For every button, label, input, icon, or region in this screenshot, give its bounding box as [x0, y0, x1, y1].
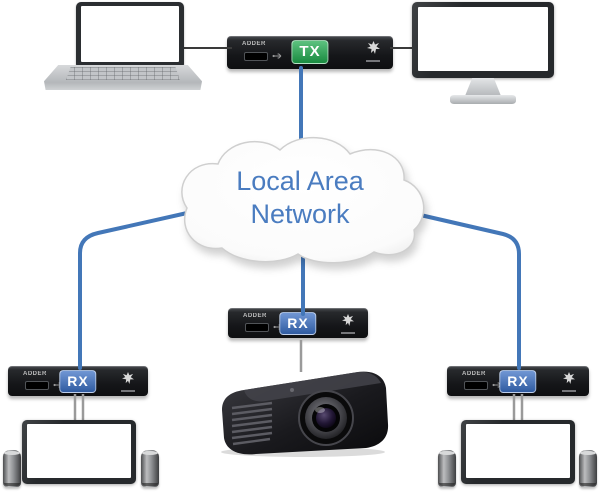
speaker-left-b: [141, 450, 159, 487]
monitor-screen: [418, 7, 548, 71]
monitor-top: [412, 2, 554, 105]
speaker-left-a: [3, 450, 21, 487]
rx-right-usb-port: [464, 381, 488, 390]
lan-link-cloud-to-rx-left: [78, 209, 198, 370]
projector-vents: [231, 401, 273, 446]
laptop-screen: [76, 2, 184, 66]
rx-left-badge: RX: [59, 370, 97, 393]
adder-logo-icon: [341, 313, 355, 334]
display-right-bezel: [461, 420, 575, 484]
monitor-base: [450, 95, 516, 104]
projector-lens: [298, 390, 354, 446]
rx-left-brand-label: ADDER: [23, 371, 47, 377]
speaker-right-a: [438, 450, 456, 487]
laptop-display-panel: [81, 6, 179, 62]
rx-middle-usb-port: [245, 323, 269, 332]
rx-right-badge: RX: [499, 370, 537, 393]
tx-usb-port: [244, 52, 268, 61]
laptop: [44, 2, 202, 90]
display-right-screen: [466, 424, 570, 478]
display-right: [436, 418, 600, 490]
projector-body: [221, 371, 389, 457]
laptop-keyboard: [66, 67, 180, 80]
lan-link-cloud-to-rx-right: [401, 209, 521, 370]
display-left: [0, 418, 170, 490]
rx-unit-middle: ADDER RX: [228, 308, 368, 340]
tx-badge: TX: [291, 40, 329, 64]
rx-left-usb-port: [25, 381, 49, 390]
monitor-stand: [465, 78, 501, 96]
usb-icon: [272, 53, 282, 59]
adder-logo-icon: [366, 41, 380, 62]
laptop-base: [44, 65, 202, 90]
display-left-bezel: [22, 420, 136, 484]
lan-cloud-label: Local Area Network: [166, 124, 434, 270]
lan-cloud: Local Area Network: [166, 124, 434, 270]
adder-logo-icon: [562, 371, 576, 392]
rx-right-brand-label: ADDER: [462, 371, 486, 377]
rx-middle-brand-label: ADDER: [243, 313, 267, 319]
tx-brand-label: ADDER: [242, 41, 266, 47]
adder-logo-icon: [121, 371, 135, 392]
lan-label-line2: Network: [250, 199, 350, 229]
rx-middle-badge: RX: [279, 312, 317, 335]
tx-unit: ADDER TX: [227, 36, 393, 71]
projector: [208, 358, 393, 458]
display-left-screen: [27, 424, 131, 478]
speaker-right-b: [579, 450, 597, 487]
monitor-bezel: [412, 2, 554, 78]
lan-label-line1: Local Area: [236, 166, 364, 196]
cloud-shape: [181, 137, 425, 264]
